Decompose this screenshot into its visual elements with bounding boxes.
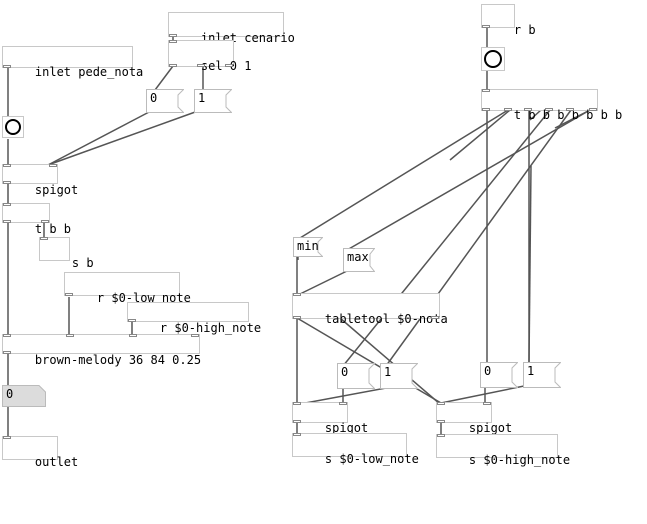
brown-melody-label: brown-melody 36 84 0.25 <box>34 353 202 367</box>
message-1-mid-value: 1 <box>384 365 392 379</box>
message-0-top-value: 0 <box>150 91 158 105</box>
message-min[interactable]: min <box>293 237 323 257</box>
message-1-right[interactable]: 1 <box>523 362 561 388</box>
receive-high-note[interactable]: r $0-high_note <box>127 302 261 335</box>
tabletool[interactable]: tabletool $0-nota <box>292 293 448 326</box>
bang-left[interactable] <box>2 116 24 138</box>
message-1-top-value: 1 <box>198 91 206 105</box>
send-low-note[interactable]: s $0-low_note <box>292 433 419 466</box>
inlet-pede-nota-label: inlet pede_nota <box>34 65 144 79</box>
spigot-right[interactable]: spigot <box>436 402 512 435</box>
inlet-cenario[interactable]: inlet cenario <box>168 12 295 45</box>
message-0-right-frame <box>480 362 518 388</box>
number-box-output[interactable]: 0 <box>2 385 46 407</box>
message-min-frame <box>293 237 323 257</box>
send-low-note-label: s $0-low_note <box>324 452 419 466</box>
spigot-right-label: spigot <box>468 421 513 435</box>
message-1-right-value: 1 <box>527 364 535 378</box>
message-0-right[interactable]: 0 <box>480 362 518 388</box>
message-max[interactable]: max <box>343 248 375 272</box>
message-1-mid-frame <box>380 363 418 389</box>
spigot-left[interactable]: spigot <box>2 164 78 197</box>
outlet[interactable]: outlet <box>2 436 78 469</box>
receive-high-note-label: r $0-high_note <box>159 321 262 335</box>
message-max-label: max <box>347 250 369 264</box>
message-0-mid-value: 0 <box>341 365 349 379</box>
message-1-top[interactable]: 1 <box>194 89 232 113</box>
message-0-top-frame <box>146 89 184 113</box>
message-0-right-value: 0 <box>484 364 492 378</box>
message-0-mid-frame <box>337 363 375 389</box>
tabletool-label: tabletool $0-nota <box>324 312 448 326</box>
outlet-label: outlet <box>34 455 79 469</box>
message-min-label: min <box>297 239 319 253</box>
trigger-tbb-label: t b b <box>34 222 72 236</box>
select-0-1-label: sel 0 1 <box>200 59 252 73</box>
send-high-note-label: s $0-high_note <box>468 453 571 467</box>
bang-right-circle <box>484 50 502 68</box>
bang-left-circle <box>5 119 21 135</box>
select-0-1[interactable]: sel 0 1 <box>168 40 251 73</box>
brown-melody[interactable]: brown-melody 36 84 0.25 <box>2 334 201 367</box>
trigger-tbbbbbbb[interactable]: t b b b b b b b <box>481 89 622 122</box>
trigger-tbb[interactable]: t b b <box>2 203 71 236</box>
receive-b[interactable]: r b <box>481 4 536 37</box>
number-box-output-value: 0 <box>6 387 14 401</box>
message-max-frame <box>343 248 375 272</box>
message-1-mid[interactable]: 1 <box>380 363 418 389</box>
receive-b-label: r b <box>513 23 536 37</box>
spigot-left-label: spigot <box>34 183 79 197</box>
spigot-mid[interactable]: spigot <box>292 402 368 435</box>
send-high-note[interactable]: s $0-high_note <box>436 434 570 467</box>
spigot-mid-label: spigot <box>324 421 369 435</box>
message-1-top-frame <box>194 89 232 113</box>
inlet-pede-nota[interactable]: inlet pede_nota <box>2 46 143 79</box>
receive-low-note[interactable]: r $0-low_note <box>64 272 191 305</box>
send-b[interactable]: s b <box>39 237 94 270</box>
message-1-right-frame <box>523 362 561 388</box>
bang-right[interactable] <box>481 47 505 71</box>
message-0-mid[interactable]: 0 <box>337 363 375 389</box>
number-box-output-frame <box>2 385 46 407</box>
receive-low-note-label: r $0-low_note <box>96 291 191 305</box>
message-0-top[interactable]: 0 <box>146 89 184 113</box>
trigger-tbbbbbbb-label: t b b b b b b b <box>513 108 623 122</box>
send-b-label: s b <box>71 256 94 270</box>
